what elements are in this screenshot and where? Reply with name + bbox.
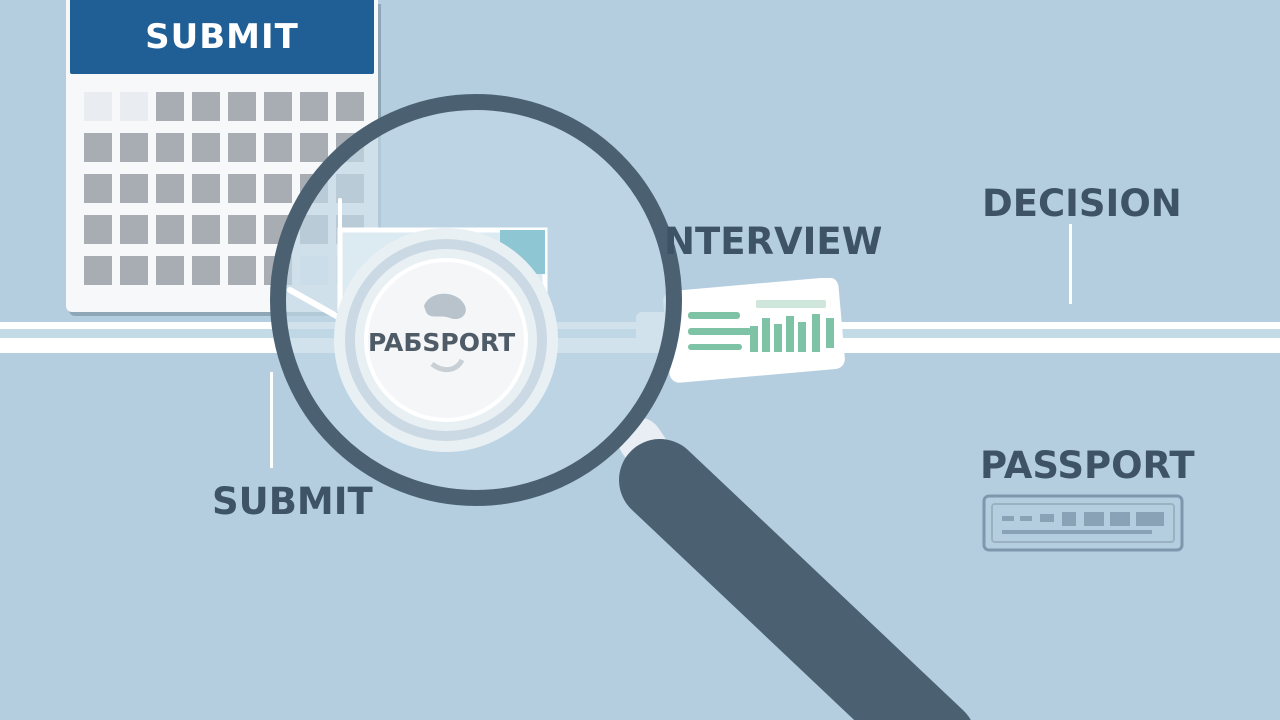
ticket-line: [688, 344, 742, 350]
stamp-inner-border: [991, 503, 1175, 543]
calendar-title: SUBMIT: [145, 17, 299, 57]
ticket-line: [688, 312, 740, 319]
calendar-cell: [192, 256, 220, 285]
calendar-cell: [300, 133, 328, 162]
ticket-mark: [750, 314, 834, 352]
decision-connector: [1069, 224, 1072, 304]
passport-seal-text: PAБSPORT: [368, 328, 516, 357]
ticket-stripe: [756, 300, 826, 308]
calendar-cell: [264, 174, 292, 203]
calendar-cell: [156, 92, 184, 121]
calendar-cell: [228, 215, 256, 244]
calendar-cell: [156, 256, 184, 285]
calendar-cell: [120, 133, 148, 162]
calendar-cell: [156, 174, 184, 203]
timeline-label-passport: PASSPORT: [980, 444, 1195, 487]
calendar-cell: [120, 92, 148, 121]
submit-connector: [270, 372, 273, 468]
calendar-cell: [300, 92, 328, 121]
calendar-cell: [336, 92, 364, 121]
passport-seal-ring: [345, 239, 547, 441]
calendar-cell: [84, 256, 112, 285]
calendar-cell: [264, 92, 292, 121]
timeline-label-submit: SUBMIT: [212, 480, 373, 523]
calendar-cell: [192, 92, 220, 121]
calendar-cell: [84, 174, 112, 203]
calendar-cell: [84, 215, 112, 244]
calendar-cell: [192, 215, 220, 244]
stamp-border: [982, 494, 1184, 552]
calendar-cell: [120, 256, 148, 285]
magnifier-handle: [619, 439, 971, 720]
calendar-cell: [192, 174, 220, 203]
stamp-marks: [1002, 512, 1164, 534]
calendar-header: SUBMIT: [70, 0, 374, 74]
passport-stamp-icon: [982, 494, 1184, 552]
calendar-cell: [228, 256, 256, 285]
calendar-cell: [84, 92, 112, 121]
calendar-cell: [228, 133, 256, 162]
calendar-cell: [120, 174, 148, 203]
seal-emblem: [430, 358, 465, 372]
calendar-cell: [156, 133, 184, 162]
calendar-cell: [84, 133, 112, 162]
lens-highlight-line: [287, 287, 343, 321]
calendar-cell: [264, 133, 292, 162]
ticket-line: [688, 328, 752, 335]
calendar-cell: [120, 215, 148, 244]
calendar-cell: [228, 174, 256, 203]
calendar-cell: [156, 215, 184, 244]
calendar-cell: [228, 92, 256, 121]
seal-emblem: [424, 293, 466, 320]
passport-seal-inner: [364, 258, 528, 422]
timeline-label-interview: NTERVIEW: [664, 220, 883, 263]
timeline-label-decision: DECISION: [982, 182, 1182, 225]
calendar-cell: [192, 133, 220, 162]
